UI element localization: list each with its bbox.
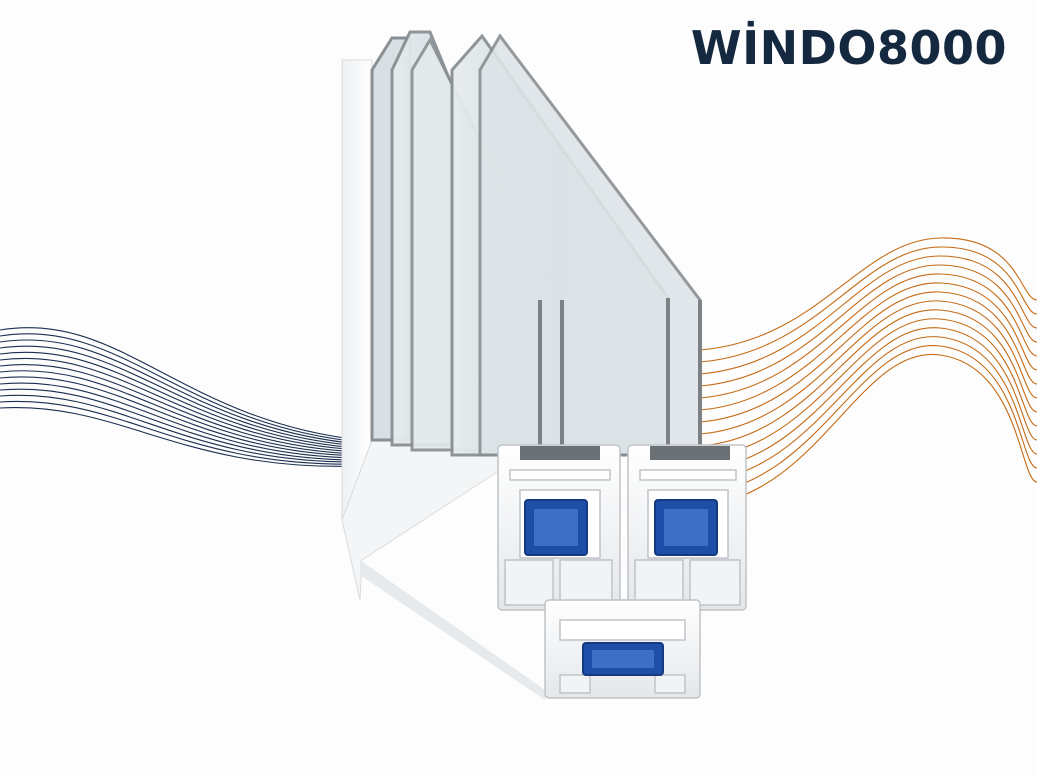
- right-wave-line: [699, 291, 1037, 423]
- right-wave-line: [699, 255, 1037, 375]
- left-wave-line: [0, 400, 361, 465]
- left-wave-line: [0, 406, 361, 467]
- left-wave-line: [0, 327, 361, 441]
- left-wave-line: [0, 394, 361, 463]
- right-wave-line: [699, 345, 1037, 495]
- profile-cross-section: [497, 444, 747, 699]
- right-wave-line: [699, 336, 1037, 483]
- left-wave-line: [0, 382, 361, 459]
- right-wave-line: [699, 282, 1037, 411]
- left-wave-line: [0, 351, 361, 449]
- left-wave-line: [0, 388, 361, 461]
- left-wave-lines: [0, 327, 361, 467]
- right-wave-line: [699, 318, 1037, 459]
- left-wave-line: [0, 376, 361, 457]
- right-wave-line: [699, 327, 1037, 471]
- left-wave-line: [0, 333, 361, 443]
- right-wave-lines: [699, 237, 1037, 507]
- right-wave-line: [699, 237, 1037, 351]
- left-wave-line: [0, 345, 361, 447]
- right-wave-line: [699, 273, 1037, 399]
- left-wave-line: [0, 370, 361, 455]
- left-wave-line: [0, 339, 361, 445]
- right-wave-line: [699, 309, 1037, 447]
- brand-logo: WİNDO8000: [690, 21, 1007, 75]
- right-wave-line: [699, 300, 1037, 435]
- right-wave-line: [699, 264, 1037, 387]
- outer-frame: [341, 59, 545, 700]
- glazing-panes: [370, 30, 702, 470]
- right-wave-line: [699, 246, 1037, 363]
- right-wave-line: [699, 354, 1037, 507]
- left-wave-line: [0, 364, 361, 453]
- left-wave-line: [0, 357, 361, 451]
